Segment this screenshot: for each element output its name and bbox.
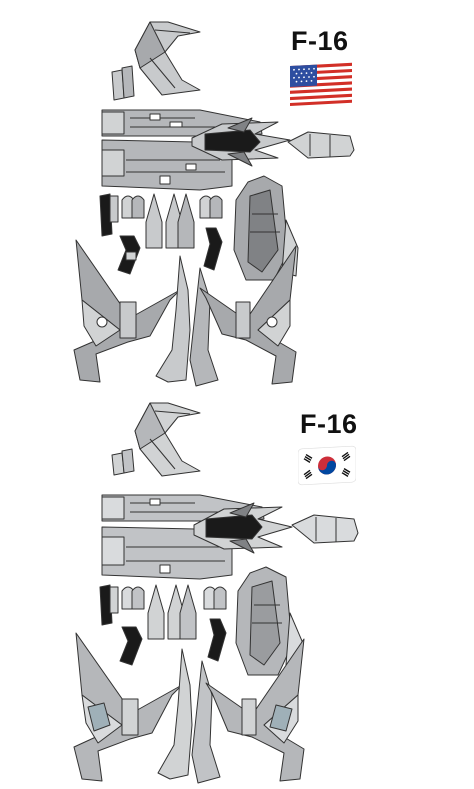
- papercraft-parts: [73, 402, 359, 784]
- fuselage-underside-part: [235, 566, 303, 676]
- papercraft-sheet-usa: F-16: [0, 0, 474, 394]
- left-wing-part: [73, 632, 183, 782]
- right-wing-part: [205, 638, 305, 782]
- intake-parts: [99, 193, 223, 237]
- sheet-title: F-16: [291, 26, 349, 56]
- fuel-tank-parts: [147, 584, 197, 640]
- landing-gear-parts: [119, 618, 227, 666]
- fuel-tank-parts: [145, 193, 195, 249]
- papercraft-sheet-south-korea: F-16: [0, 395, 474, 789]
- usa-flag-icon: [290, 62, 352, 106]
- south-korea-flag-icon: [298, 445, 356, 486]
- cockpit-canopy-part: [193, 502, 293, 554]
- center-wing-part: [157, 648, 221, 784]
- left-wing-part: [73, 239, 181, 383]
- right-wing-part: [199, 245, 297, 385]
- nose-cone-part: [291, 514, 359, 544]
- center-wing-part: [155, 255, 219, 387]
- landing-gear-parts: [117, 227, 223, 275]
- nose-cone-part: [287, 131, 355, 159]
- intake-parts: [99, 584, 227, 626]
- tail-fin-part: [134, 21, 201, 96]
- cockpit-canopy-part: [191, 117, 291, 167]
- small-tab-parts: [111, 448, 135, 476]
- papercraft-parts: [73, 21, 355, 387]
- sheet-title: F-16: [300, 409, 358, 439]
- small-tab-parts: [111, 65, 135, 101]
- tail-fin-part: [134, 402, 201, 477]
